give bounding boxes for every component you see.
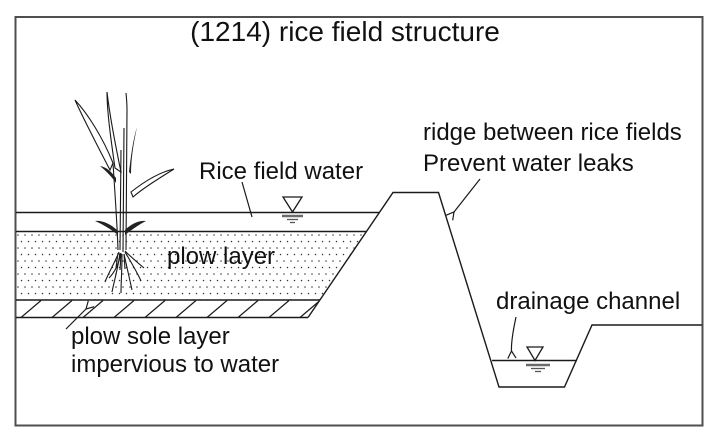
water-level-icon bbox=[281, 196, 304, 224]
drainage-arrow bbox=[507, 316, 517, 359]
plow-sole-label-line1: plow sole layer bbox=[71, 323, 230, 350]
plow-sole-label-line2: impervious to water bbox=[71, 351, 280, 378]
rice-plant-icon bbox=[74, 91, 175, 294]
ridge-label: ridge between rice fields Prevent water … bbox=[423, 117, 682, 179]
ridge-and-channel-outline bbox=[307, 191, 702, 388]
plow-layer-label: plow layer bbox=[167, 243, 276, 270]
ridge-label-line1: ridge between rice fields bbox=[423, 119, 682, 146]
ridge-label-line2: Prevent water leaks bbox=[423, 150, 634, 177]
leader-lines bbox=[65, 178, 517, 359]
plow-sole-arrow bbox=[65, 300, 95, 330]
water-level-icon bbox=[525, 346, 550, 373]
diagram-title: (1214) rice field structure bbox=[190, 16, 500, 47]
plow-sole-label: plow sole layer impervious to water bbox=[71, 323, 279, 379]
rice-field-water-leader-line bbox=[241, 181, 253, 218]
diagram-border bbox=[14, 16, 704, 427]
rice-field-water-label: Rice field water bbox=[199, 158, 364, 185]
drainage-channel-label: drainage channel bbox=[496, 288, 681, 315]
ridge-arrow bbox=[445, 178, 481, 221]
plow-sole-layer-fill bbox=[16, 300, 320, 318]
plow-layer-fill bbox=[16, 231, 366, 300]
